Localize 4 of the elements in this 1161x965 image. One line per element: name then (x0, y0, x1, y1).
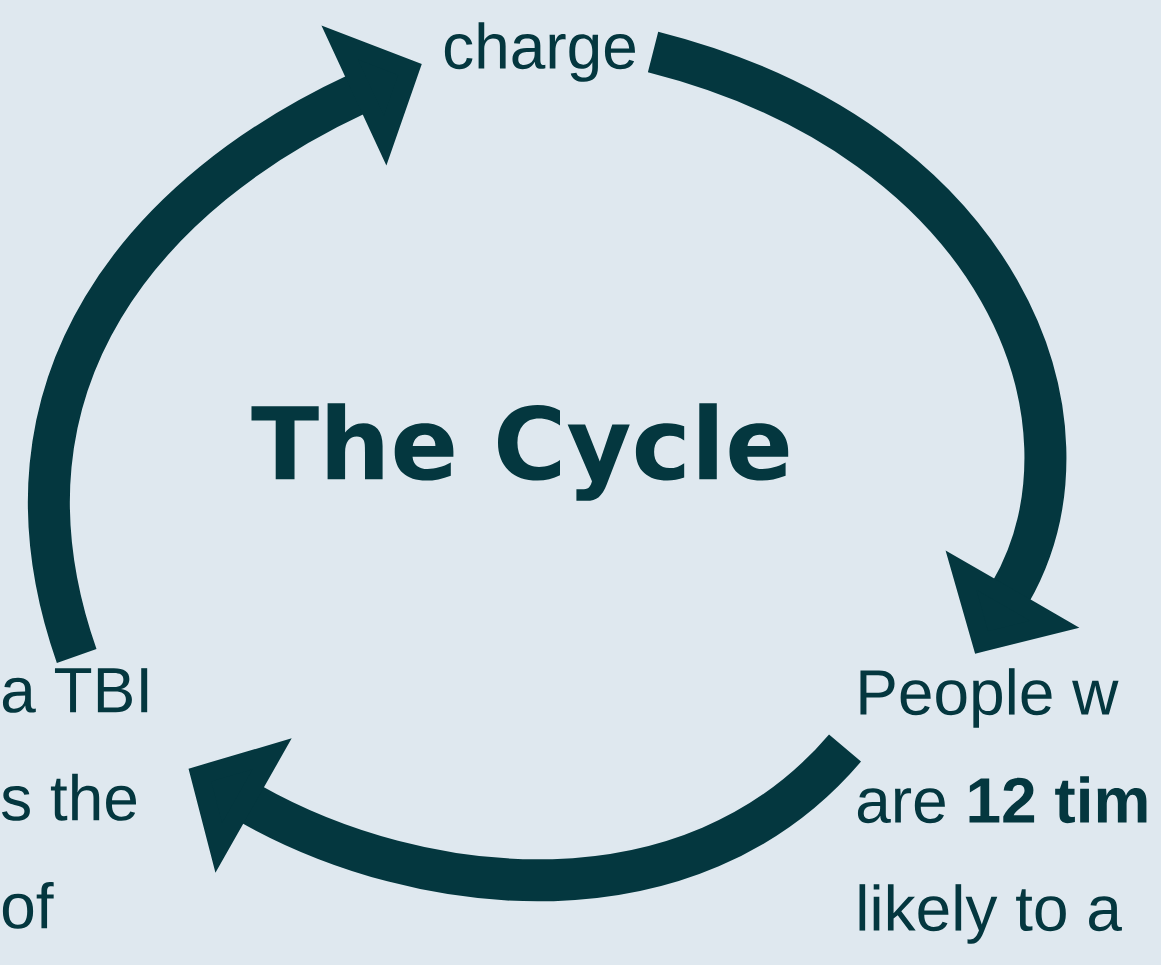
cycle-text: charge (444, 22, 635, 82)
cycle-text: a TBI s the of (2, 668, 148, 929)
title: The Cycle (251, 403, 789, 501)
cycle-text: People w are 12 tim likely to a (857, 668, 1147, 944)
